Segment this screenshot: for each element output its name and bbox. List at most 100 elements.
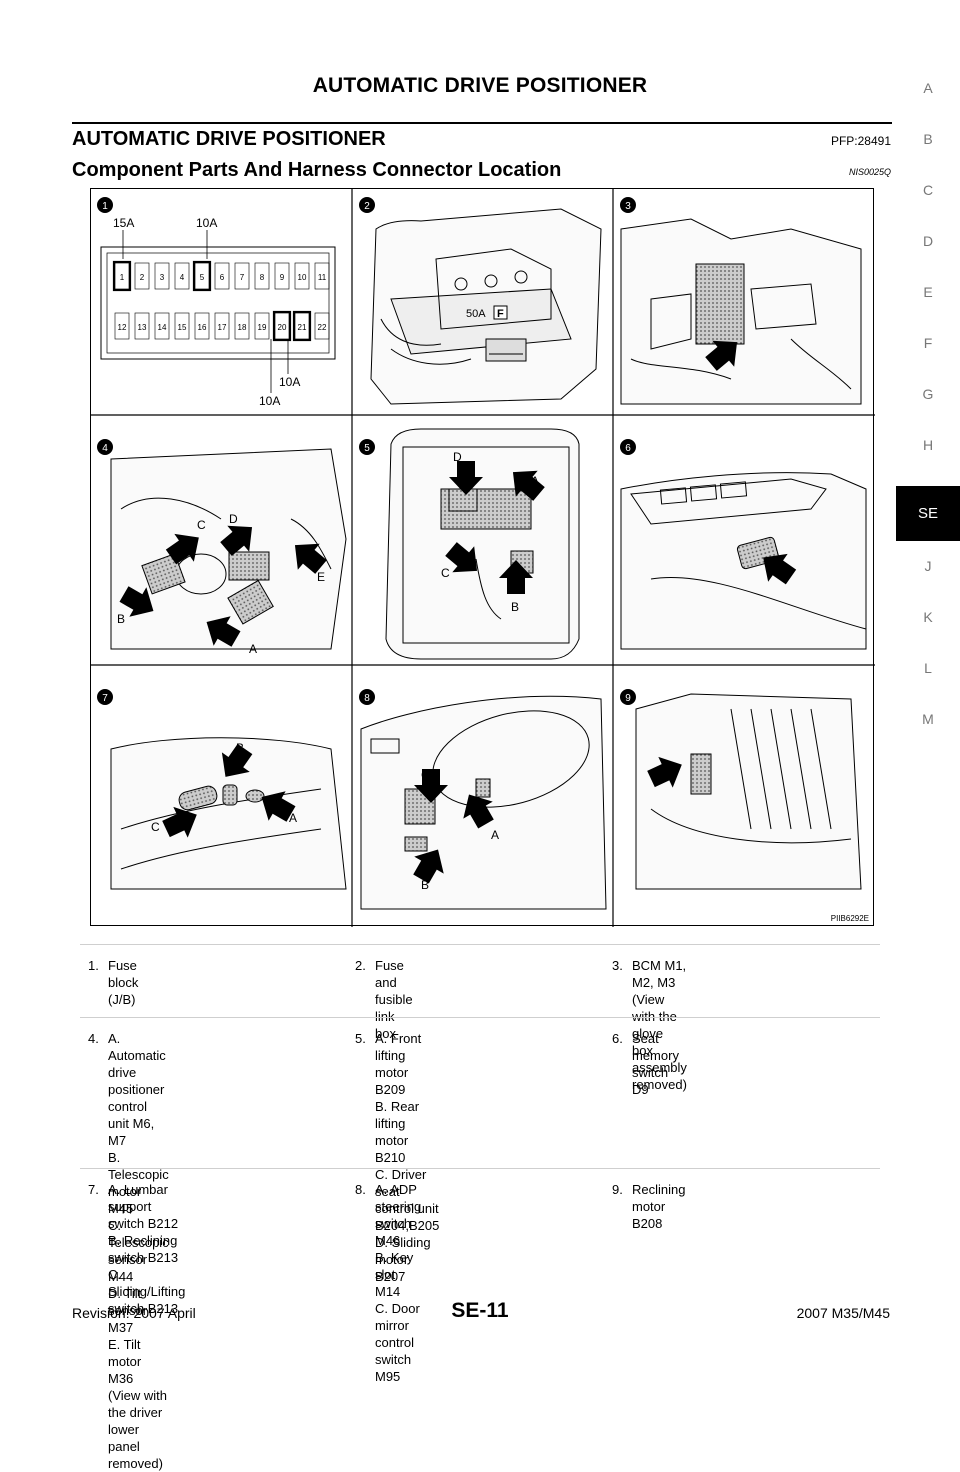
side-index-letter[interactable]: C — [922, 182, 934, 198]
side-index-letter[interactable]: G — [922, 386, 934, 402]
callout-label: C — [197, 518, 206, 532]
fuse-slot — [274, 262, 290, 290]
callout-label: B — [236, 741, 244, 755]
subsection-code: NIS0025Q — [848, 167, 891, 177]
callout-label: B — [511, 600, 519, 614]
fuse-slot — [154, 262, 170, 290]
panel-number-badge: 9 — [620, 689, 636, 705]
fuse-slot — [294, 262, 310, 290]
side-index-letter[interactable]: A — [923, 80, 933, 96]
fuse-number: 8 — [260, 273, 265, 282]
fuse-slot — [174, 312, 190, 340]
side-index-letter[interactable]: H — [922, 437, 934, 453]
subsection-title: Component Parts And Harness Connector Lo… — [72, 159, 562, 181]
fuse-number: 18 — [238, 323, 247, 332]
fuse-slot — [234, 312, 250, 340]
panel-number: 6 — [625, 443, 631, 454]
fuse-label-10a: 10A — [259, 394, 280, 408]
callout-label: C — [421, 768, 430, 782]
fuse-number: 14 — [158, 323, 167, 332]
panel-number: 4 — [102, 443, 108, 454]
panel-number-badge: 2 — [359, 197, 375, 213]
panel-number: 1 — [102, 201, 108, 212]
side-index-letter[interactable]: L — [924, 660, 932, 676]
fuse-number: 22 — [318, 323, 327, 332]
fuse-slot — [294, 312, 310, 340]
fuse-slot — [314, 262, 330, 290]
panel-number: 5 — [364, 443, 370, 454]
highlighted-fuse — [192, 260, 212, 292]
fuse-number: 15 — [178, 323, 187, 332]
highlighted-fuse — [272, 310, 292, 342]
fuse-slot — [114, 312, 130, 340]
fuse-number: 16 — [198, 323, 207, 332]
fuse-slot — [314, 312, 330, 340]
callout-label: B — [421, 878, 429, 892]
fuse-number: 20 — [278, 323, 287, 332]
callout-label: C — [441, 566, 450, 580]
panel-number-badge: 3 — [620, 197, 636, 213]
panel-number: 9 — [625, 693, 631, 704]
callout-label: E — [317, 570, 325, 584]
fuse-slot — [214, 262, 230, 290]
callout-label: A — [289, 811, 297, 825]
fuse-number: 6 — [220, 273, 225, 282]
callout-label: D — [229, 512, 238, 526]
section-title: AUTOMATIC DRIVE POSITIONER — [72, 128, 386, 150]
fuse-label-10a: 10A — [279, 375, 300, 389]
header-rule — [72, 122, 892, 124]
fuse-slot — [134, 312, 150, 340]
fuse-slot — [254, 262, 270, 290]
panel-number-badge: 8 — [359, 689, 375, 705]
fusible-link-tag: F — [497, 308, 504, 320]
fuse-slot — [254, 312, 270, 340]
fuse-number: 10 — [298, 273, 307, 282]
panel-number-badge: 5 — [359, 439, 375, 455]
side-index-letter[interactable]: E — [923, 284, 933, 300]
fuse-number: 2 — [140, 273, 145, 282]
fuse-label-10a: 10A — [196, 216, 217, 230]
fuse-slot — [154, 312, 170, 340]
footer-revision: Revision: 2007 April — [72, 1305, 196, 1321]
legend-row: 1.Fuse block (J/B) 2.Fuse and fusible li… — [80, 944, 880, 1092]
fuse-number: 19 — [258, 323, 267, 332]
side-index-letter[interactable]: J — [924, 558, 932, 574]
fuse-slot — [214, 312, 230, 340]
callout-label: B — [117, 612, 125, 626]
panel-number-badge: 1 — [97, 197, 113, 213]
fuse-slot — [234, 262, 250, 290]
fuse-number: 12 — [118, 323, 127, 332]
seat-side-switch-drawing — [110, 737, 347, 890]
fuse-number: 9 — [280, 273, 285, 282]
panel-number-badge: 4 — [97, 439, 113, 455]
fuse-slot — [194, 312, 210, 340]
panel-number-badge: 6 — [620, 439, 636, 455]
fuse-number: 1 — [120, 273, 125, 282]
side-index-letter[interactable]: D — [922, 233, 934, 249]
side-index-letter[interactable]: K — [923, 609, 933, 625]
bcm-drawing — [620, 218, 862, 405]
panel-number: 7 — [102, 693, 108, 704]
section-code: PFP:28491 — [830, 134, 891, 148]
figure-code: PIIB6292E — [831, 914, 869, 923]
side-index-active-tab[interactable]: SE — [896, 486, 960, 541]
panel-number: 3 — [625, 201, 631, 212]
fuse-number: 4 — [180, 273, 185, 282]
door-panel-drawing — [620, 472, 867, 650]
callout-label: D — [453, 450, 462, 464]
side-index-letter[interactable]: F — [923, 335, 933, 351]
callout-label: A — [249, 642, 257, 656]
callout-label: C — [151, 820, 160, 834]
fusible-link-box-drawing — [370, 208, 602, 405]
fuse-number: 5 — [200, 273, 205, 282]
side-index-letter[interactable]: M — [922, 711, 934, 727]
footer-page-number: SE-11 — [451, 1299, 509, 1322]
fuse-slot — [134, 262, 150, 290]
panel-number: 8 — [364, 693, 370, 704]
fuse-slot — [174, 262, 190, 290]
fuse-number: 7 — [240, 273, 245, 282]
fuse-number: 3 — [160, 273, 165, 282]
side-index-letter[interactable]: B — [923, 131, 933, 147]
callout-label: A — [531, 474, 539, 488]
